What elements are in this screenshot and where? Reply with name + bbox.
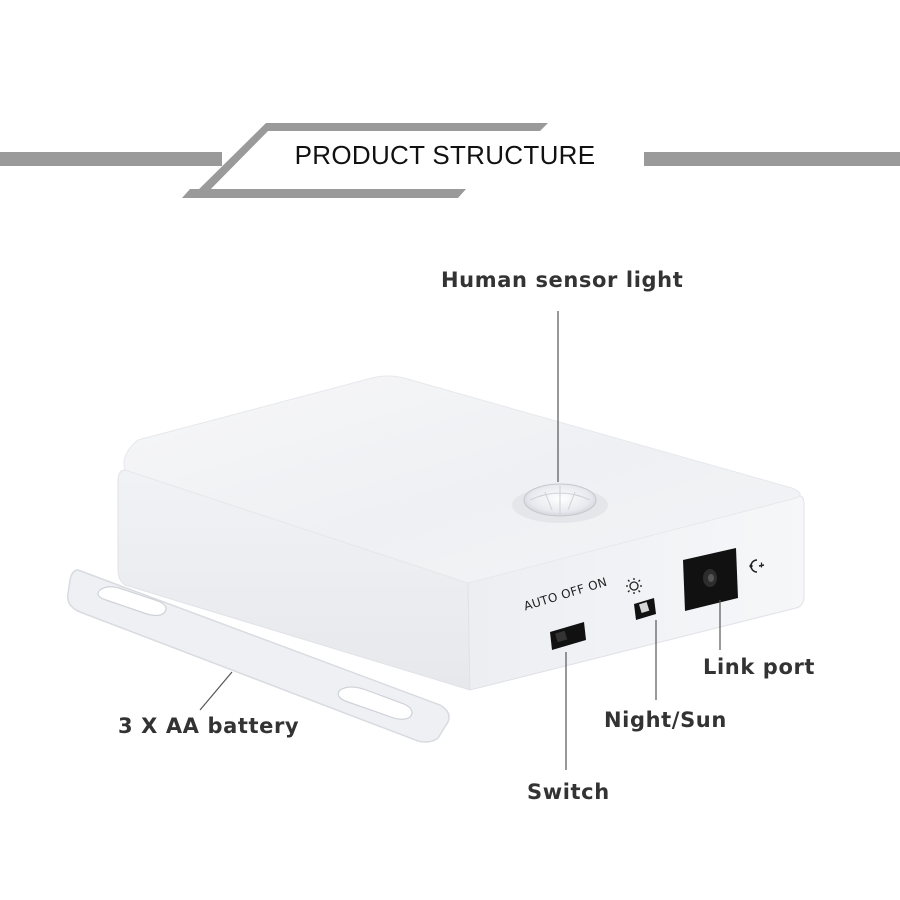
label-link-port: Link port: [703, 655, 816, 679]
device-front-face: [117, 469, 471, 691]
banner-frame-top: [266, 123, 548, 131]
label-human-sensor-light: Human sensor light: [441, 268, 684, 292]
plate-hole-right: [337, 686, 413, 720]
banner-frame-bottom: [182, 189, 466, 198]
label-battery: 3 X AA battery: [118, 714, 300, 738]
banner-left-bar: [0, 152, 222, 166]
mode-switch-slot[interactable]: [550, 622, 586, 650]
page-title: PRODUCT STRUCTURE: [294, 140, 596, 170]
sensor-dome-facets: [529, 486, 591, 514]
banner-frame-diagonal: [190, 123, 276, 198]
banner-right-bar: [644, 152, 900, 166]
label-night-sun: Night/Sun: [604, 708, 727, 732]
sun-icon: [626, 578, 642, 594]
device-top-face: [123, 375, 801, 584]
label-switch: Switch: [527, 780, 610, 804]
plate-hole-left: [97, 586, 167, 617]
leader-battery: [199, 671, 233, 711]
dc-polarity-icon: [749, 559, 765, 573]
